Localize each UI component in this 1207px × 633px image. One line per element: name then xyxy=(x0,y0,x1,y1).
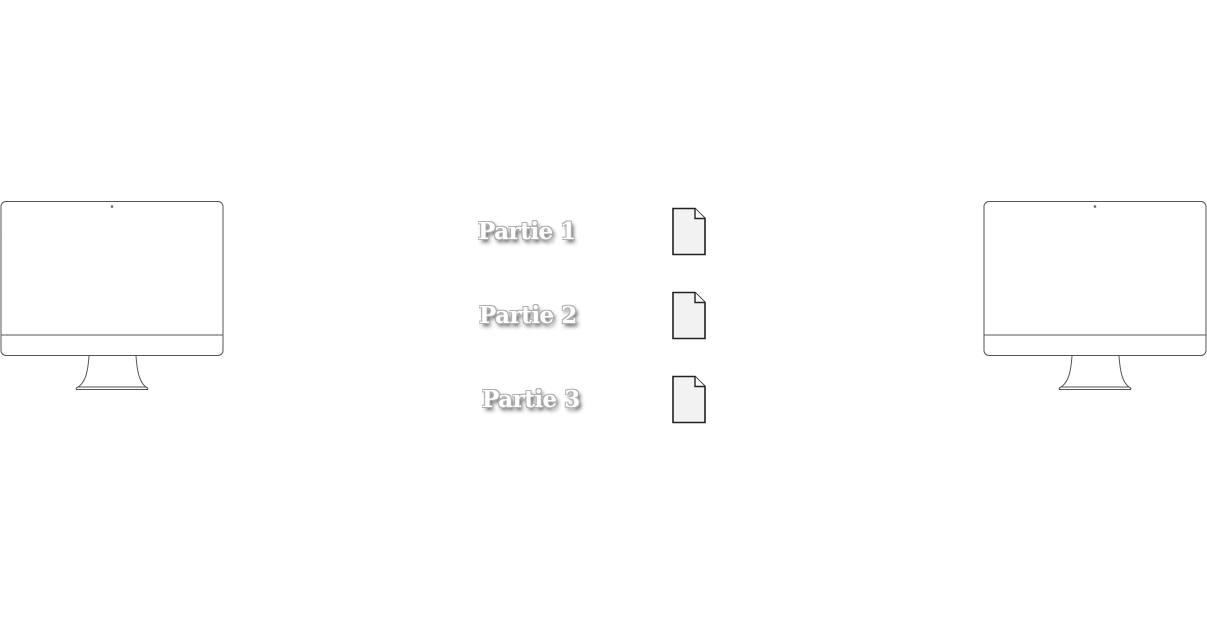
part-2-label: Partie 2 xyxy=(479,302,577,329)
receiver-monitor-icon xyxy=(983,200,1207,392)
part-1-label: Partie 1 xyxy=(478,218,576,245)
part-2-file-icon xyxy=(671,291,707,341)
part-1-file-icon xyxy=(671,207,707,257)
part-3-file-icon xyxy=(671,375,707,425)
sender-monitor-icon xyxy=(0,200,225,392)
part-3-label: Partie 3 xyxy=(482,386,580,413)
